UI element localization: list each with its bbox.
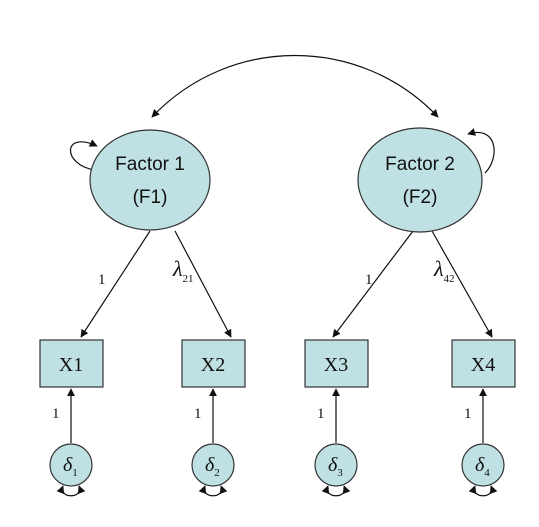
error2-variance-loop [198, 485, 228, 497]
error-delta1-node [49, 443, 93, 487]
factor2-node [357, 127, 483, 233]
error-path-label-3: 1 [317, 406, 325, 422]
error-delta2-node [191, 443, 235, 487]
indicator-x2-box [181, 339, 246, 388]
factor-covariance-arrow [151, 55, 439, 118]
loading-label-x3: 1 [365, 272, 373, 288]
error3-variance-loop [321, 485, 351, 497]
error1-variance-loop [56, 485, 86, 497]
indicator-x1-box [39, 339, 104, 388]
error4-variance-loop [468, 485, 498, 497]
indicator-x1-label: X1 [59, 354, 83, 376]
indicator-x3-label: X3 [324, 354, 348, 376]
loading-f2-x4 [431, 230, 493, 338]
error-delta1-label: δ1 [63, 454, 78, 479]
factor2-label: Factor 2 [385, 154, 455, 175]
indicator-x2-label: X2 [201, 354, 225, 376]
error-delta4-label: δ4 [475, 454, 490, 479]
factor1-label: Factor 1 [115, 154, 185, 175]
lambda-21-label: λ21 [172, 256, 194, 285]
factor1-node [89, 129, 211, 231]
error-delta3-label: δ3 [328, 454, 343, 479]
loading-f2-x3 [332, 230, 414, 338]
error-delta4-node [461, 443, 505, 487]
indicator-x3-box [304, 339, 369, 388]
factor2-abbrev: (F2) [403, 187, 438, 208]
lambda-42-label: λ42 [433, 256, 455, 285]
error-delta2-label: δ2 [205, 454, 220, 479]
indicator-x4-label: X4 [471, 354, 495, 376]
error-path-label-4: 1 [464, 406, 472, 422]
loading-f1-x2 [174, 230, 232, 338]
factor1-abbrev: (F1) [133, 187, 168, 208]
error-path-label-1: 1 [52, 406, 60, 422]
indicator-x4-box [451, 339, 516, 388]
error-path-label-2: 1 [194, 406, 202, 422]
factor2-variance-loop [467, 128, 495, 174]
loading-f1-x1 [80, 230, 151, 338]
factor1-variance-loop [70, 139, 98, 171]
loading-label-x1: 1 [98, 272, 106, 288]
error-delta3-node [314, 443, 358, 487]
